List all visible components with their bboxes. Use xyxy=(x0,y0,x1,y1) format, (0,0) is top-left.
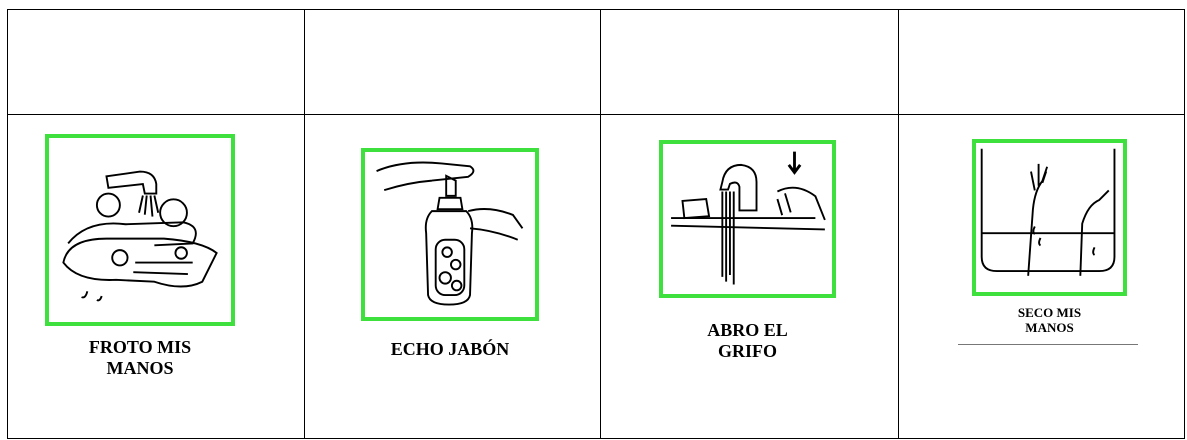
pictogram-table xyxy=(7,9,1185,439)
soap-dispenser-icon xyxy=(361,148,539,321)
hands-washing-icon xyxy=(45,134,235,326)
faucet-icon xyxy=(659,140,836,298)
hand-dryer-icon xyxy=(972,139,1127,296)
caption-underline xyxy=(958,344,1138,345)
step-caption: ECHO JABÓN xyxy=(390,339,510,359)
row-divider xyxy=(8,114,1184,115)
step-caption: FROTO MIS MANOS xyxy=(88,337,192,378)
step-caption: SECO MIS MANOS xyxy=(1017,305,1082,335)
column-divider xyxy=(898,10,899,438)
column-divider xyxy=(600,10,601,438)
step-caption: ABRO EL GRIFO xyxy=(707,320,788,361)
column-divider xyxy=(304,10,305,438)
